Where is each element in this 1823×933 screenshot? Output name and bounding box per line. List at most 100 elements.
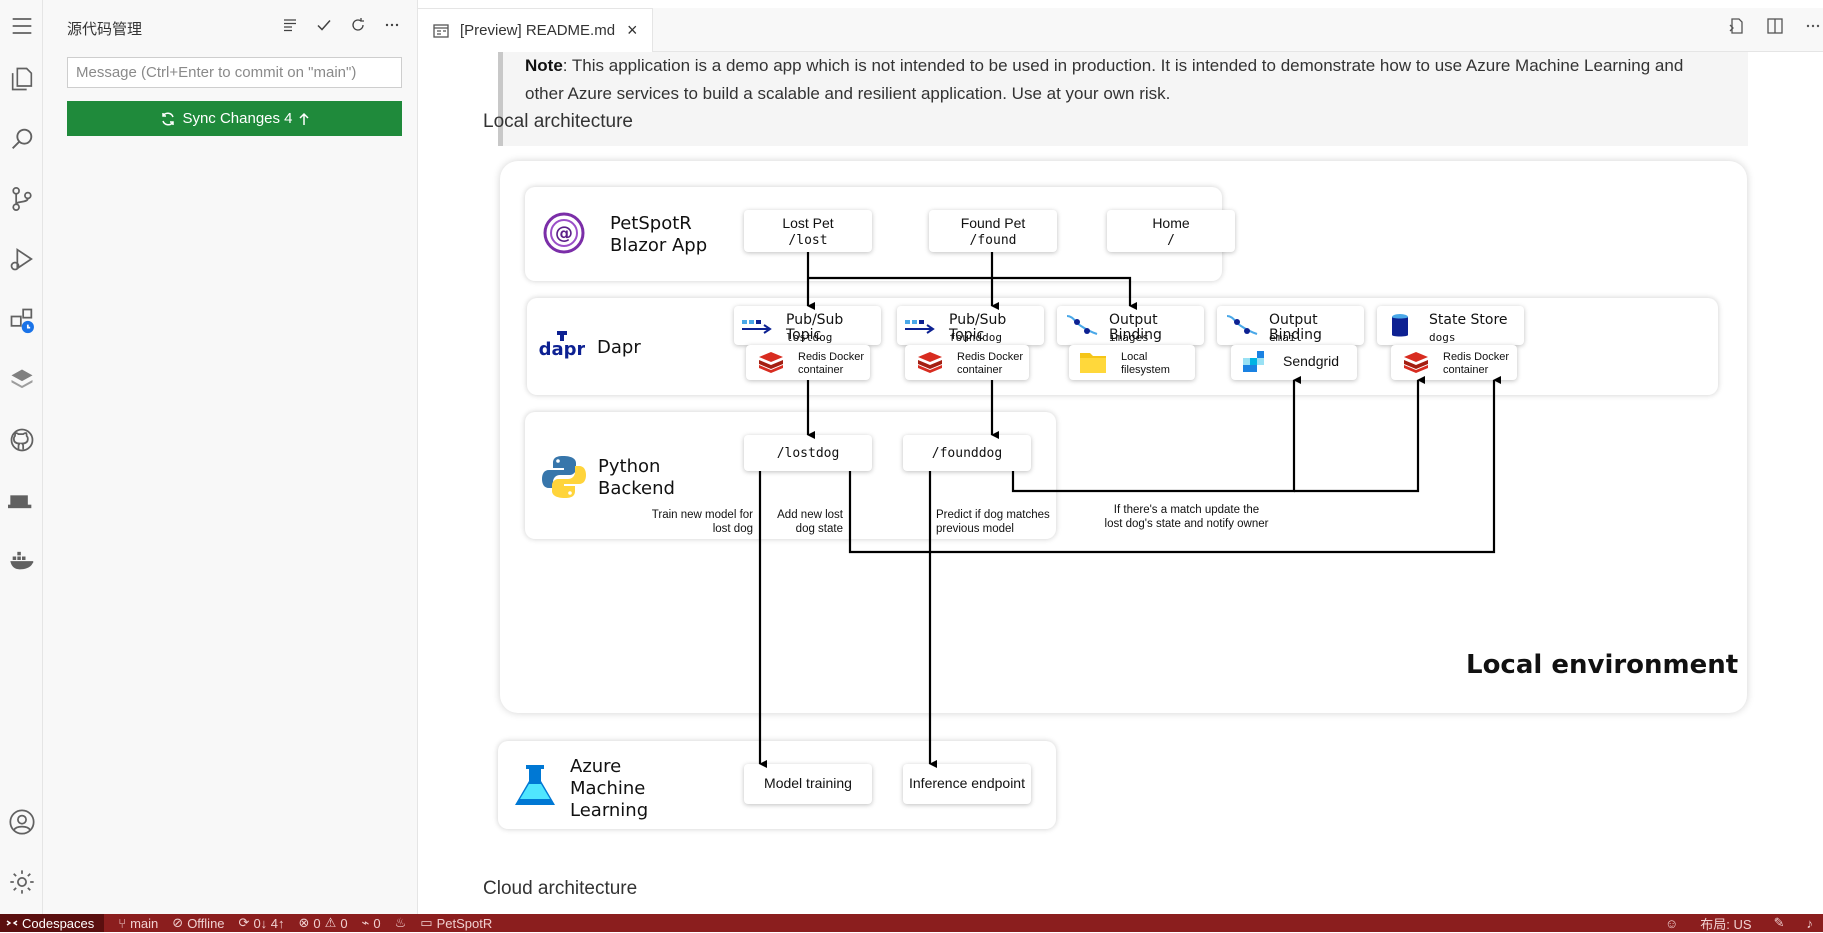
pubsub-icon	[742, 320, 772, 334]
copilot-icon[interactable]: ☺	[1665, 915, 1679, 931]
dapr-state-store-sub: dogs	[1429, 331, 1456, 344]
remote-hat-icon[interactable]	[0, 478, 43, 522]
blazor-app-panel: @ PetSpotR Blazor App	[525, 187, 1222, 281]
error-count: 0	[313, 915, 321, 931]
python-title-line1: Python	[598, 456, 661, 477]
notifications-bell-icon[interactable]: ♪	[1806, 915, 1814, 931]
branch-indicator[interactable]: ⑂ main	[118, 916, 158, 931]
feedback-icon[interactable]: ✎	[1773, 915, 1785, 930]
more-actions-icon[interactable]	[381, 14, 403, 36]
commit-message-input[interactable]	[67, 57, 402, 88]
ports-indicator[interactable]: ⌁ 0	[362, 915, 381, 931]
markdown-preview: Note: This application is a demo app whi…	[418, 52, 1823, 914]
project-indicator[interactable]: ▭ PetSpotR	[420, 915, 492, 931]
note-bold: Note	[525, 56, 563, 75]
offline-icon: ⊘	[172, 915, 184, 930]
dapr-binding-images-title: Output Binding	[1109, 312, 1162, 343]
tab-readme-preview[interactable]: [Preview] README.md ×	[418, 8, 653, 52]
network-label: Offline	[187, 915, 225, 931]
panel-actions	[279, 14, 403, 36]
more-actions-icon[interactable]	[1803, 16, 1823, 36]
branch-label: main	[130, 915, 159, 931]
card-home-route: /	[1167, 233, 1175, 248]
dapr-binding-email-title: Output Binding	[1269, 312, 1322, 343]
remote-icon	[6, 920, 18, 926]
settings-gear-icon[interactable]	[0, 860, 43, 904]
note-line-1: : This application is a demo app which i…	[562, 56, 1684, 75]
architecture-diagram: Local environment @ PetSpotR Blazor App …	[498, 157, 1758, 857]
docker-icon[interactable]	[0, 538, 43, 582]
remote-explorer-icon[interactable]	[0, 298, 43, 342]
heading-cloud-architecture: Cloud architecture	[483, 878, 638, 899]
github-icon[interactable]	[0, 418, 43, 462]
open-source-icon[interactable]	[1727, 16, 1747, 36]
python-title-line2: Backend	[598, 478, 675, 499]
menu-icon[interactable]	[0, 4, 43, 48]
view-as-list-icon[interactable]	[279, 14, 301, 36]
source-control-icon[interactable]	[0, 177, 43, 221]
warning-count: 0	[340, 915, 348, 931]
connector-arrows	[758, 252, 1501, 768]
problems-indicator[interactable]: ⊗ 0 ⚠ 0	[299, 915, 348, 931]
arrow-up-icon	[299, 112, 309, 125]
pubsub-icon	[905, 320, 935, 334]
redis-founddog-label: Redis Docker container	[957, 351, 1024, 376]
flame-indicator[interactable]: ♨	[395, 915, 407, 931]
annotation-add-state: Add new lost dog state	[777, 509, 843, 535]
arrow-to-output-binding	[808, 276, 1137, 310]
sync-indicator[interactable]: ⟳ 0↓ 4↑	[239, 915, 285, 931]
panel-title: 源代码管理	[67, 20, 143, 38]
arrow-add-state	[848, 376, 1501, 554]
route-lostdog: /lostdog	[744, 435, 872, 471]
sync-icon	[162, 111, 175, 126]
card-lost-pet-title: Lost Pet	[782, 215, 834, 231]
dapr-logo-icon: dapr	[539, 331, 585, 360]
card-inference-endpoint-label: Inference endpoint	[909, 775, 1025, 791]
warning-icon: ⚠	[324, 915, 337, 930]
search-icon[interactable]	[0, 117, 43, 161]
sync-changes-label: Sync Changes 4	[182, 110, 293, 127]
preview-icon	[433, 23, 449, 38]
arrow-to-sendgrid	[1011, 376, 1301, 493]
binding-icon	[1226, 315, 1258, 335]
redis-lostdog: Redis Docker container	[746, 345, 870, 380]
source-control-panel: 源代码管理 Sync Changes 4	[43, 0, 418, 914]
local-environment-label: Local environment	[1466, 650, 1739, 680]
binding-icon	[1066, 315, 1098, 335]
ports-count: 0	[373, 915, 381, 931]
network-indicator[interactable]: ⊘ Offline	[172, 915, 224, 931]
branch-icon: ⑂	[118, 915, 127, 931]
azure-title-line2: Machine	[570, 778, 646, 799]
run-debug-icon[interactable]	[0, 237, 43, 281]
dapr-pubsub-lostdog: Pub/Sub Topic lostdog	[734, 306, 881, 345]
explorer-icon[interactable]	[0, 57, 43, 101]
folder-icon: ▭	[420, 915, 433, 930]
keyboard-layout[interactable]: 布局: US	[1700, 916, 1752, 932]
redis-lostdog-label: Redis Docker container	[798, 351, 865, 376]
remote-indicator[interactable]: Codespaces	[0, 914, 105, 932]
sync-changes-button[interactable]: Sync Changes 4	[67, 101, 402, 136]
local-filesystem-label: Local filesystem	[1121, 351, 1170, 376]
account-icon[interactable]	[0, 800, 43, 844]
card-model-training-label: Model training	[764, 775, 852, 791]
svg-text:@: @	[555, 223, 573, 244]
card-home: Home /	[1107, 210, 1235, 252]
close-icon[interactable]: ×	[627, 20, 638, 40]
card-model-training: Model training	[744, 764, 872, 804]
editor-actions	[1727, 16, 1823, 36]
card-found-pet-route: /found	[969, 233, 1017, 248]
split-editor-icon[interactable]	[1765, 16, 1785, 36]
commit-check-icon[interactable]	[313, 14, 335, 36]
dapr-title: Dapr	[597, 337, 641, 358]
dapr-pubsub-founddog: Pub/Sub Topic founddog	[897, 306, 1044, 345]
dapr-binding-email-sub: email	[1269, 331, 1303, 344]
database-icon[interactable]	[0, 358, 43, 402]
sendgrid: Sendgrid	[1231, 345, 1357, 380]
dapr-state-store: State Store dogs	[1377, 306, 1524, 345]
refresh-icon[interactable]	[347, 14, 369, 36]
heading-local-architecture: Local architecture	[483, 111, 633, 132]
card-found-pet: Found Pet /found	[929, 210, 1057, 252]
sync-status-label: 0↓ 4↑	[253, 915, 285, 931]
dapr-pubsub-founddog-sub: founddog	[949, 331, 1002, 344]
